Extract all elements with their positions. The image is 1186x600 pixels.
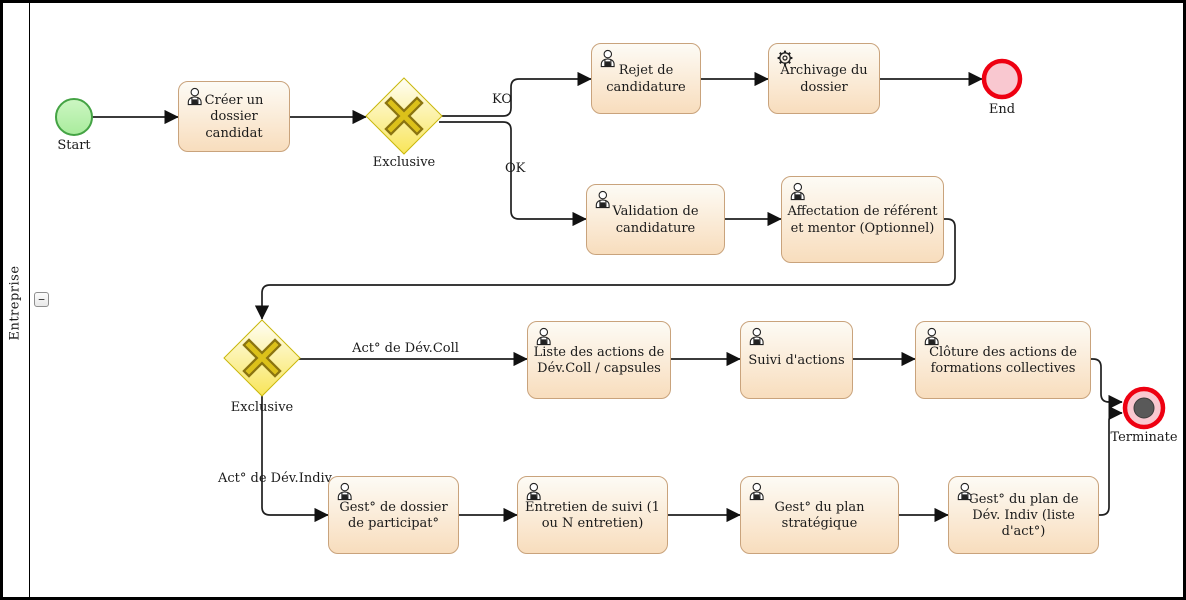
flow-plandev-terminate[interactable] bbox=[1099, 405, 1123, 516]
end-event[interactable] bbox=[981, 58, 1023, 100]
user-icon bbox=[747, 481, 767, 501]
flow-gw2-gestdossier-indiv[interactable] bbox=[261, 396, 329, 523]
flow-label-ok: OK bbox=[505, 161, 526, 176]
user-icon bbox=[524, 481, 544, 501]
task-label: Liste des actions de Dév.Coll / capsules bbox=[533, 344, 665, 376]
task-gestion-plan-strategique[interactable]: Gest° du plan stratégique bbox=[740, 476, 899, 554]
task-label: Rejet de candidature bbox=[606, 63, 686, 95]
task-entretien-de-suivi[interactable]: Entretien de suivi (1 ou N entretien) bbox=[517, 476, 668, 554]
flow-gw1-rejet-ko[interactable] bbox=[441, 71, 592, 117]
task-validation-candidature[interactable]: Validation de candidature bbox=[586, 184, 725, 255]
task-label: Créer un dossier candidat bbox=[204, 93, 264, 141]
task-affectation-referent-mentor[interactable]: Affectation de référent et mentor (Optio… bbox=[781, 176, 944, 263]
task-creer-dossier-candidat[interactable]: Créer un dossier candidat bbox=[178, 81, 290, 152]
flow-gw1-validation-ok[interactable] bbox=[439, 121, 587, 227]
user-icon bbox=[593, 189, 613, 209]
task-label: Affectation de référent et mentor (Optio… bbox=[787, 204, 938, 236]
gateway-x-icon bbox=[384, 96, 424, 136]
flow-cloture-terminate[interactable] bbox=[1091, 358, 1123, 410]
gateway-x-icon bbox=[242, 338, 282, 378]
flow-label-act-dev-indiv: Act° de Dév.Indiv bbox=[217, 471, 333, 486]
task-label: Gest° du plan de Dév. Indiv (liste d'act… bbox=[968, 491, 1079, 540]
task-label: Suivi d'actions bbox=[748, 352, 845, 368]
end-event-label: End bbox=[988, 102, 1016, 117]
terminate-inner-circle-icon bbox=[1133, 397, 1155, 419]
user-icon bbox=[185, 86, 205, 106]
user-icon bbox=[534, 326, 554, 346]
start-event-label: Start bbox=[57, 138, 91, 153]
task-suivi-actions[interactable]: Suivi d'actions bbox=[740, 321, 853, 399]
gateway-1-label: Exclusive bbox=[372, 155, 436, 170]
user-icon bbox=[335, 481, 355, 501]
task-archivage-dossier[interactable]: Archivage du dossier bbox=[768, 43, 880, 114]
user-icon bbox=[922, 326, 942, 346]
user-icon bbox=[747, 326, 767, 346]
pool-collapse-button[interactable]: − bbox=[34, 292, 49, 307]
task-label: Gest° du plan stratégique bbox=[774, 499, 865, 531]
task-cloture-actions-formations[interactable]: Clôture des actions de formations collec… bbox=[915, 321, 1091, 399]
terminate-event[interactable] bbox=[1122, 386, 1166, 430]
gear-icon bbox=[775, 48, 795, 68]
user-icon bbox=[955, 481, 975, 501]
exclusive-gateway-1[interactable] bbox=[365, 77, 443, 155]
task-label: Validation de candidature bbox=[612, 204, 699, 236]
flow-label-ko: KO bbox=[491, 92, 513, 107]
terminate-event-label: Terminate bbox=[1110, 430, 1178, 445]
task-label: Clôture des actions de formations collec… bbox=[929, 344, 1077, 376]
diagram-layer bbox=[55, 58, 1166, 523]
task-gestion-plan-dev-indiv[interactable]: Gest° du plan de Dév. Indiv (liste d'act… bbox=[948, 476, 1099, 554]
task-label: Gest° de dossier de participat° bbox=[339, 499, 448, 531]
task-label: Entretien de suivi (1 ou N entretien) bbox=[525, 499, 660, 531]
user-icon bbox=[598, 48, 618, 68]
pool-lane-divider bbox=[29, 3, 30, 597]
start-event[interactable] bbox=[55, 98, 93, 136]
task-liste-actions-dev-coll[interactable]: Liste des actions de Dév.Coll / capsules bbox=[527, 321, 671, 399]
task-gestion-dossier-participant[interactable]: Gest° de dossier de participat° bbox=[328, 476, 459, 554]
user-icon bbox=[788, 181, 808, 201]
flow-label-act-dev-coll: Act° de Dév.Coll bbox=[352, 341, 459, 356]
task-label: Archivage du dossier bbox=[780, 63, 868, 95]
task-rejet-candidature[interactable]: Rejet de candidature bbox=[591, 43, 701, 114]
flow-affectation-gw2[interactable] bbox=[254, 218, 956, 320]
exclusive-gateway-2[interactable] bbox=[223, 319, 301, 397]
gateway-2-label: Exclusive bbox=[230, 400, 294, 415]
